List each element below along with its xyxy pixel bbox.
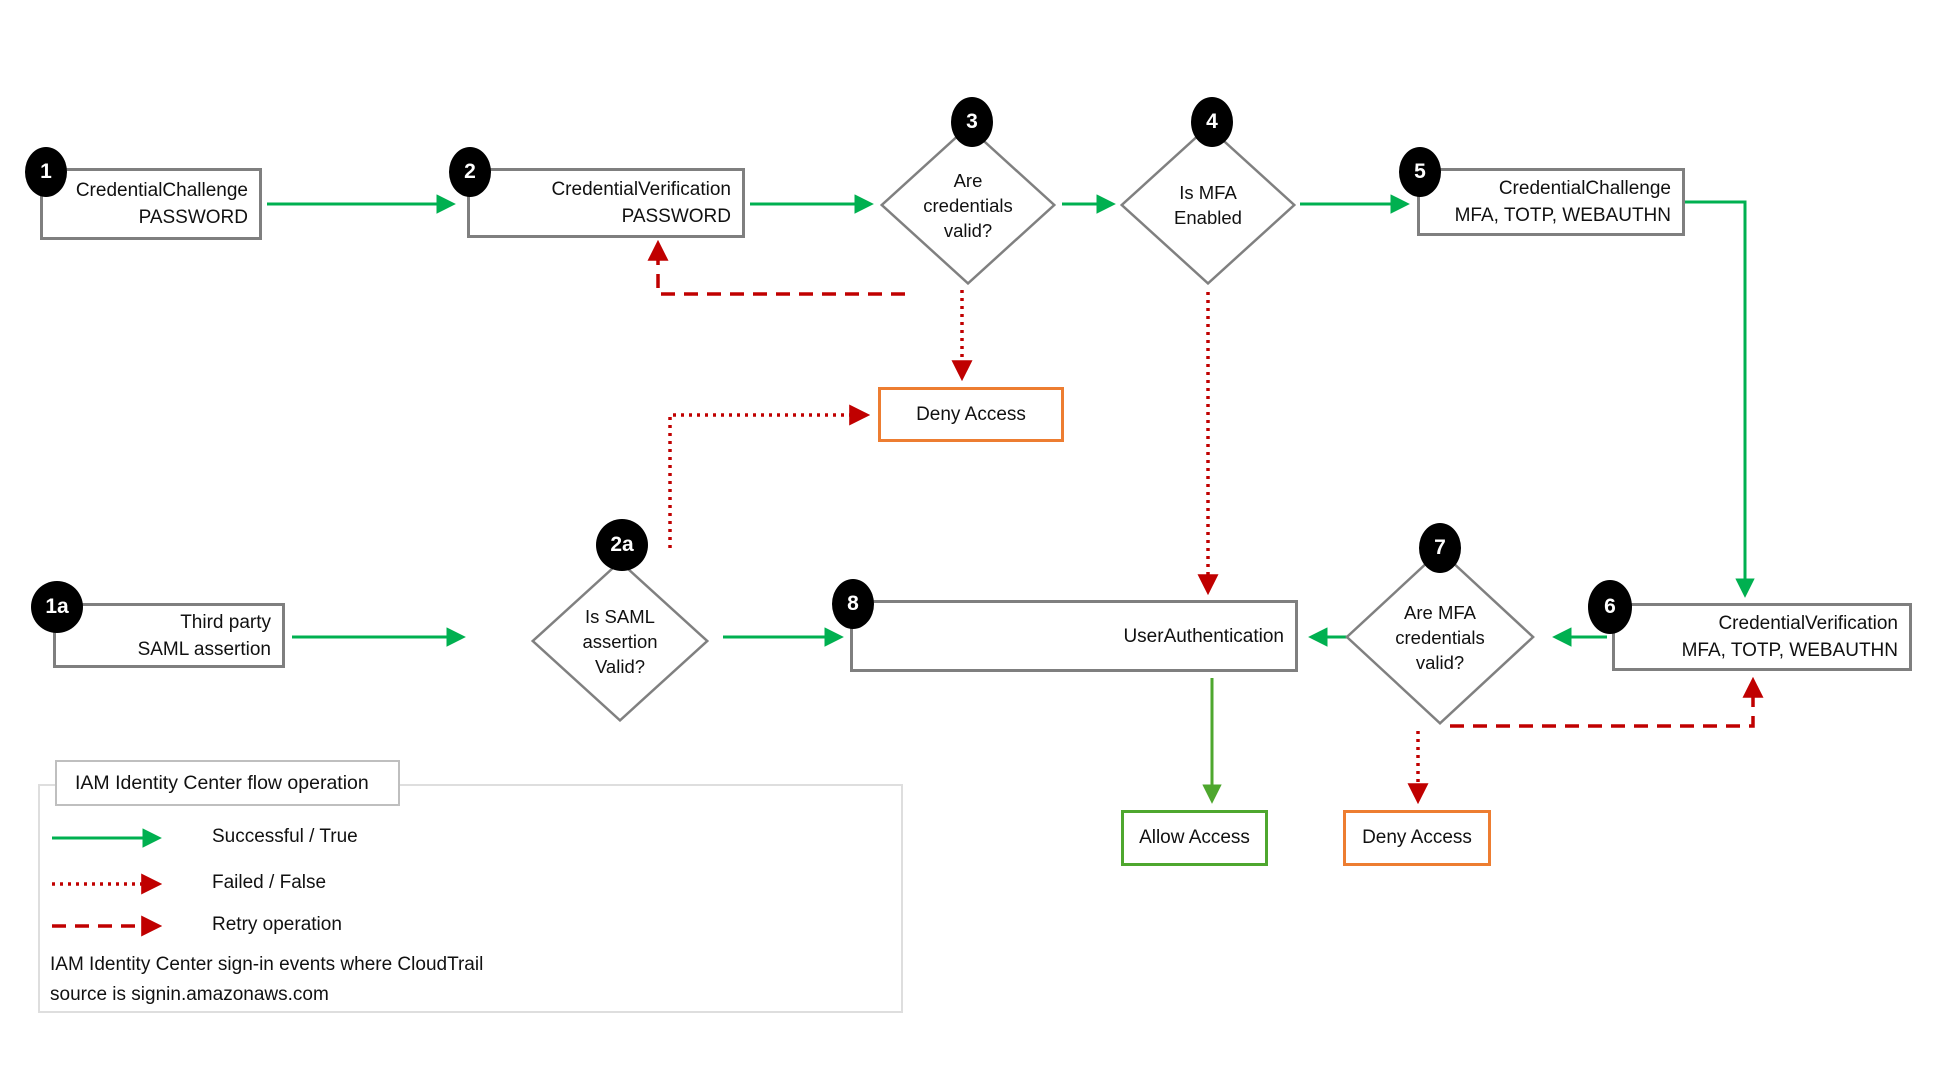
node-text: CredentialChallenge <box>75 180 248 201</box>
diamond-shape <box>880 125 1056 285</box>
diamond-shape <box>531 560 709 722</box>
legend-label-retry: Retry operation <box>212 914 342 935</box>
decision-text: Are MFA credentials valid? <box>1395 601 1485 673</box>
legend-title: IAM Identity Center flow operation <box>55 760 400 806</box>
decision-is-mfa-enabled: Is MFA Enabled <box>1120 125 1296 285</box>
edge-retry-7-to-6 <box>1450 676 1764 728</box>
step-badge-5: 5 <box>1399 147 1441 197</box>
diamond-shape <box>1120 125 1296 285</box>
allow-access-box: Allow Access <box>1121 810 1268 866</box>
box-credential-verification-mfa: CredentialVerification MFA, TOTP, WEBAUT… <box>1612 603 1912 671</box>
box-third-party-saml-assertion: Third party SAML assertion <box>53 603 285 668</box>
node-text: UserAuthentication <box>1123 625 1284 647</box>
node-text: CredentialVerification <box>551 179 731 200</box>
step-badge-3: 3 <box>951 97 993 147</box>
decision-are-mfa-credentials-valid: Are MFA credentials valid? <box>1345 549 1535 725</box>
box-credential-challenge-password: CredentialChallenge PASSWORD <box>40 168 262 240</box>
decision-is-saml-assertion-valid: Is SAML assertion Valid? <box>531 560 709 722</box>
node-text: MFA, TOTP, WEBAUTHN <box>1454 205 1671 226</box>
legend-label-failed: Failed / False <box>212 872 327 893</box>
step-badge-4: 4 <box>1191 97 1233 147</box>
step-badge-2a: 2a <box>596 519 648 571</box>
edge-retry-3-to-2 <box>647 239 905 296</box>
legend-label-successful: Successful / True <box>212 826 358 847</box>
decision-text: Are credentials valid? <box>923 169 1013 241</box>
step-badge-8: 8 <box>832 579 874 629</box>
node-text: SAML assertion <box>137 638 271 660</box>
node-text: PASSWORD <box>621 206 731 227</box>
step-badge-7: 7 <box>1419 523 1461 573</box>
deny-access-box-top: Deny Access <box>878 387 1064 442</box>
node-text: MFA, TOTP, WEBAUTHN <box>1681 640 1898 661</box>
legend-note-line2: source is signin.amazonaws.com <box>50 984 329 1005</box>
edge-fail-2a-to-deny <box>668 404 871 548</box>
edge-success-5-to-6 <box>1685 200 1755 598</box>
step-badge-1: 1 <box>25 147 67 197</box>
diamond-shape <box>1345 549 1535 725</box>
node-text: PASSWORD <box>138 207 248 228</box>
box-credential-verification-password: CredentialVerification PASSWORD <box>467 168 745 238</box>
decision-text: Is MFA Enabled <box>1174 182 1242 228</box>
box-user-authentication: UserAuthentication <box>850 600 1298 672</box>
deny-access-box-bottom: Deny Access <box>1343 810 1491 866</box>
step-badge-1a: 1a <box>31 581 83 633</box>
step-badge-6: 6 <box>1588 580 1632 634</box>
step-badge-2: 2 <box>449 147 491 197</box>
legend-panel <box>38 784 903 1013</box>
node-text: CredentialVerification <box>1718 613 1898 634</box>
node-text: Third party <box>180 611 271 633</box>
legend-note-line1: IAM Identity Center sign-in events where… <box>50 954 484 975</box>
node-text: CredentialChallenge <box>1498 178 1671 199</box>
decision-are-credentials-valid: Are credentials valid? <box>880 125 1056 285</box>
box-credential-challenge-mfa: CredentialChallenge MFA, TOTP, WEBAUTHN <box>1417 168 1685 236</box>
decision-text: Is SAML assertion Valid? <box>582 605 658 677</box>
